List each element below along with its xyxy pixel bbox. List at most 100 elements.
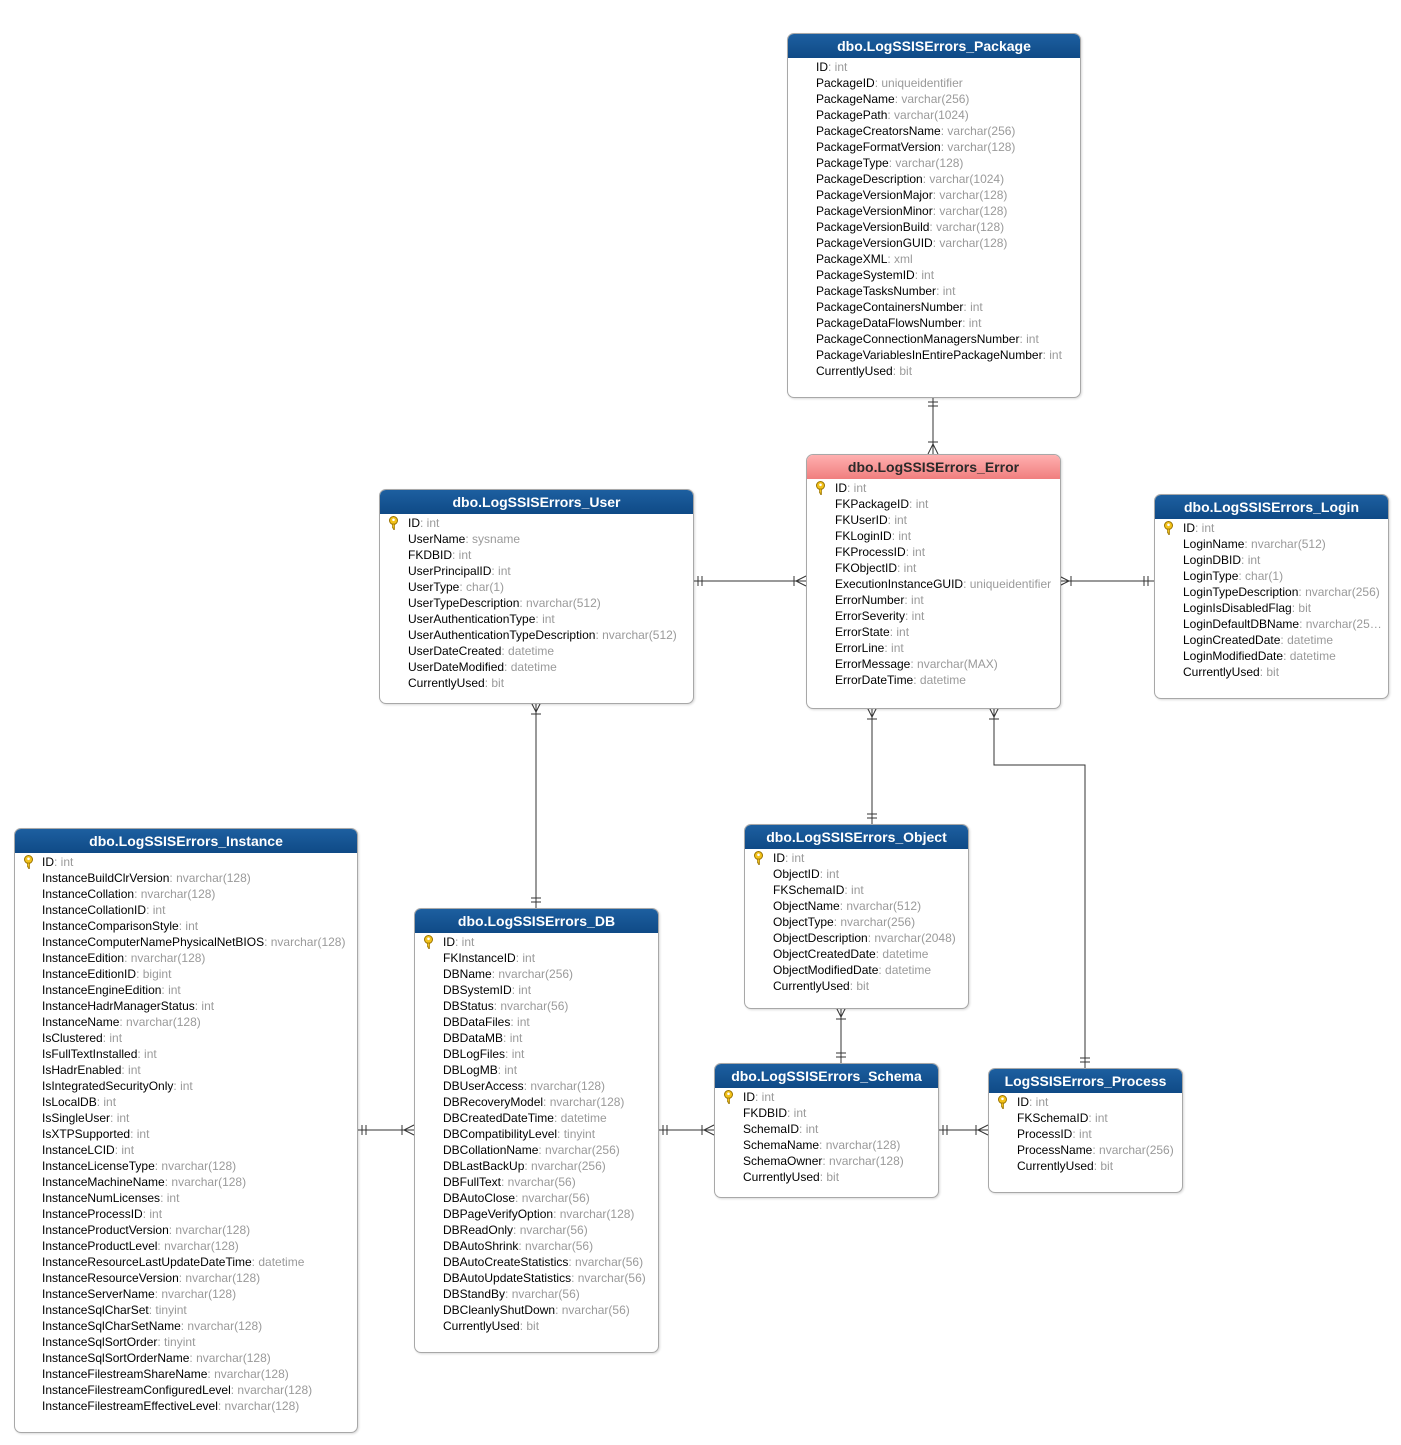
column-row[interactable]: InstanceProcessID: int: [15, 1206, 357, 1222]
column-row[interactable]: PackageFormatVersion: varchar(128): [788, 139, 1080, 155]
column-row[interactable]: ErrorState: int: [807, 624, 1060, 640]
column-row[interactable]: FKObjectID: int: [807, 560, 1060, 576]
column-row[interactable]: DBLogMB: int: [415, 1062, 658, 1078]
column-row[interactable]: PackageID: uniqueidentifier: [788, 75, 1080, 91]
column-row[interactable]: DBStatus: nvarchar(56): [415, 998, 658, 1014]
column-row[interactable]: LoginTypeDescription: nvarchar(256): [1155, 584, 1388, 600]
column-row[interactable]: ObjectID: int: [745, 866, 968, 882]
column-row[interactable]: PackageType: varchar(128): [788, 155, 1080, 171]
column-row[interactable]: InstanceNumLicenses: int: [15, 1190, 357, 1206]
column-row[interactable]: PackageXML: xml: [788, 251, 1080, 267]
column-row[interactable]: ExecutionInstanceGUID: uniqueidentifier: [807, 576, 1060, 592]
column-row[interactable]: LoginDBID: int: [1155, 552, 1388, 568]
column-row[interactable]: DBStandBy: nvarchar(56): [415, 1286, 658, 1302]
column-row[interactable]: IsClustered: int: [15, 1030, 357, 1046]
column-row[interactable]: ErrorMessage: nvarchar(MAX): [807, 656, 1060, 672]
column-row[interactable]: InstanceSqlCharSetName: nvarchar(128): [15, 1318, 357, 1334]
column-row[interactable]: PackageDescription: varchar(1024): [788, 171, 1080, 187]
column-row[interactable]: IsSingleUser: int: [15, 1110, 357, 1126]
column-row[interactable]: InstanceProductVersion: nvarchar(128): [15, 1222, 357, 1238]
column-row[interactable]: IsFullTextInstalled: int: [15, 1046, 357, 1062]
column-row[interactable]: InstanceSqlSortOrder: tinyint: [15, 1334, 357, 1350]
column-row[interactable]: DBDataMB: int: [415, 1030, 658, 1046]
column-row[interactable]: SchemaName: nvarchar(128): [715, 1137, 938, 1153]
column-row[interactable]: ID: int: [788, 59, 1080, 75]
column-row[interactable]: FKUserID: int: [807, 512, 1060, 528]
column-row[interactable]: ObjectType: nvarchar(256): [745, 914, 968, 930]
column-row[interactable]: ID: int: [415, 934, 658, 950]
column-row[interactable]: ProcessName: nvarchar(256): [989, 1142, 1182, 1158]
column-row[interactable]: DBSystemID: int: [415, 982, 658, 998]
column-row[interactable]: InstanceName: nvarchar(128): [15, 1014, 357, 1030]
column-row[interactable]: InstanceComparisonStyle: int: [15, 918, 357, 934]
column-row[interactable]: PackageVersionGUID: varchar(128): [788, 235, 1080, 251]
column-row[interactable]: ErrorSeverity: int: [807, 608, 1060, 624]
column-row[interactable]: ObjectName: nvarchar(512): [745, 898, 968, 914]
column-row[interactable]: InstanceResourceLastUpdateDateTime: date…: [15, 1254, 357, 1270]
column-row[interactable]: DBAutoClose: nvarchar(56): [415, 1190, 658, 1206]
column-row[interactable]: ID: int: [380, 515, 693, 531]
column-row[interactable]: CurrentlyUsed: bit: [415, 1318, 658, 1334]
column-row[interactable]: LoginCreatedDate: datetime: [1155, 632, 1388, 648]
column-row[interactable]: PackageCreatorsName: varchar(256): [788, 123, 1080, 139]
column-row[interactable]: FKPackageID: int: [807, 496, 1060, 512]
column-row[interactable]: CurrentlyUsed: bit: [788, 363, 1080, 379]
column-row[interactable]: DBAutoShrink: nvarchar(56): [415, 1238, 658, 1254]
column-row[interactable]: InstanceSqlCharSet: tinyint: [15, 1302, 357, 1318]
column-row[interactable]: FKInstanceID: int: [415, 950, 658, 966]
column-row[interactable]: UserType: char(1): [380, 579, 693, 595]
column-row[interactable]: DBDataFiles: int: [415, 1014, 658, 1030]
column-row[interactable]: UserDateModified: datetime: [380, 659, 693, 675]
column-row[interactable]: ID: int: [807, 480, 1060, 496]
column-row[interactable]: PackageConnectionManagersNumber: int: [788, 331, 1080, 347]
column-row[interactable]: UserDateCreated: datetime: [380, 643, 693, 659]
column-row[interactable]: CurrentlyUsed: bit: [380, 675, 693, 691]
column-row[interactable]: PackageDataFlowsNumber: int: [788, 315, 1080, 331]
column-row[interactable]: DBAutoCreateStatistics: nvarchar(56): [415, 1254, 658, 1270]
column-row[interactable]: InstanceEditionID: bigint: [15, 966, 357, 982]
column-row[interactable]: FKSchemaID: int: [989, 1110, 1182, 1126]
column-row[interactable]: InstanceFilestreamShareName: nvarchar(12…: [15, 1366, 357, 1382]
column-row[interactable]: InstanceComputerNamePhysicalNetBIOS: nva…: [15, 934, 357, 950]
column-row[interactable]: ObjectCreatedDate: datetime: [745, 946, 968, 962]
column-row[interactable]: CurrentlyUsed: bit: [745, 978, 968, 994]
column-row[interactable]: InstanceLCID: int: [15, 1142, 357, 1158]
column-row[interactable]: FKDBID: int: [715, 1105, 938, 1121]
column-row[interactable]: InstanceServerName: nvarchar(128): [15, 1286, 357, 1302]
column-row[interactable]: FKDBID: int: [380, 547, 693, 563]
column-row[interactable]: DBAutoUpdateStatistics: nvarchar(56): [415, 1270, 658, 1286]
column-row[interactable]: DBRecoveryModel: nvarchar(128): [415, 1094, 658, 1110]
column-row[interactable]: DBLastBackUp: nvarchar(256): [415, 1158, 658, 1174]
column-row[interactable]: FKProcessID: int: [807, 544, 1060, 560]
column-row[interactable]: DBCollationName: nvarchar(256): [415, 1142, 658, 1158]
column-row[interactable]: InstanceFilestreamEffectiveLevel: nvarch…: [15, 1398, 357, 1414]
column-row[interactable]: PackageVariablesInEntirePackageNumber: i…: [788, 347, 1080, 363]
column-row[interactable]: IsHadrEnabled: int: [15, 1062, 357, 1078]
column-row[interactable]: CurrentlyUsed: bit: [715, 1169, 938, 1185]
column-row[interactable]: InstanceEdition: nvarchar(128): [15, 950, 357, 966]
column-row[interactable]: IsLocalDB: int: [15, 1094, 357, 1110]
column-row[interactable]: FKLoginID: int: [807, 528, 1060, 544]
column-row[interactable]: LoginName: nvarchar(512): [1155, 536, 1388, 552]
column-row[interactable]: CurrentlyUsed: bit: [989, 1158, 1182, 1174]
column-row[interactable]: ObjectModifiedDate: datetime: [745, 962, 968, 978]
column-row[interactable]: PackageTasksNumber: int: [788, 283, 1080, 299]
column-row[interactable]: DBPageVerifyOption: nvarchar(128): [415, 1206, 658, 1222]
column-row[interactable]: InstanceLicenseType: nvarchar(128): [15, 1158, 357, 1174]
column-row[interactable]: InstanceHadrManagerStatus: int: [15, 998, 357, 1014]
column-row[interactable]: ErrorLine: int: [807, 640, 1060, 656]
column-row[interactable]: PackageContainersNumber: int: [788, 299, 1080, 315]
column-row[interactable]: ID: int: [15, 854, 357, 870]
column-row[interactable]: ErrorNumber: int: [807, 592, 1060, 608]
column-row[interactable]: DBReadOnly: nvarchar(56): [415, 1222, 658, 1238]
column-row[interactable]: InstanceFilestreamConfiguredLevel: nvarc…: [15, 1382, 357, 1398]
column-row[interactable]: LoginModifiedDate: datetime: [1155, 648, 1388, 664]
column-row[interactable]: UserPrincipalID: int: [380, 563, 693, 579]
